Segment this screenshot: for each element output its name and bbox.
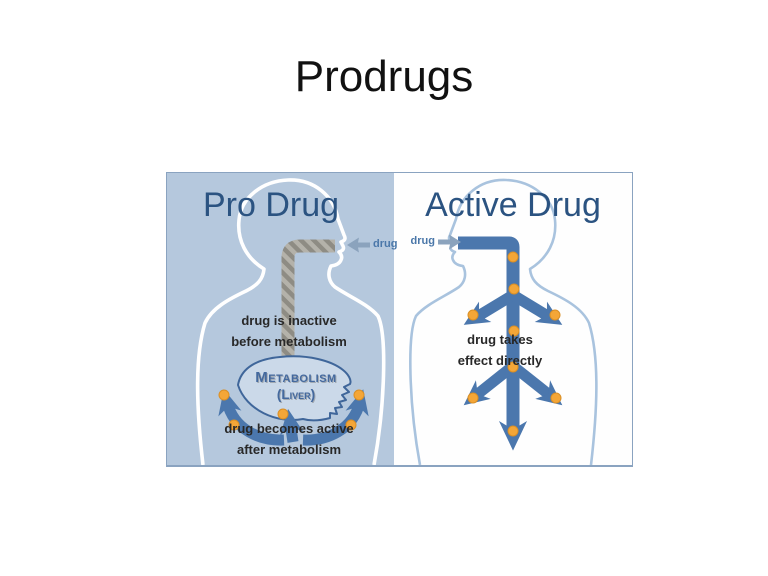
page-title: Prodrugs (294, 52, 474, 101)
caption-line: effect directly (457, 353, 543, 368)
caption-line: after metabolism (236, 442, 342, 457)
drug-label-right: drug (410, 235, 435, 247)
drug-particles-left (218, 389, 365, 431)
pro-drug-heading: Pro Drug (202, 186, 340, 224)
drug-label-left: drug (373, 238, 398, 250)
pro-drug-caption-bottom: drug becomes active after metabolism (189, 418, 389, 460)
pro-drug-caption-top: drug is inactive before metabolism (189, 310, 389, 352)
caption-line: before metabolism (231, 334, 347, 349)
organ-label-line: (Liver) (276, 387, 316, 402)
active-drug-caption: drug takes effect directly (400, 329, 600, 371)
drug-entry-arrow-right-icon (438, 234, 461, 250)
distribution-arrows (458, 236, 563, 451)
drug-particles-right (467, 251, 562, 437)
drug-entry-arrow-left-icon (347, 237, 370, 253)
caption-line: drug becomes active (224, 421, 354, 436)
organ-label-line: Metabolism (255, 369, 337, 386)
figure-illustration (195, 178, 598, 465)
prodrug-comparison-figure: Pro Drug Active Drug drug drug drug is i… (166, 172, 633, 467)
active-drug-heading: Active Drug (425, 186, 601, 224)
esophagus-tube (281, 239, 335, 366)
metabolism-liver-label: Metabolism (Liver) (196, 369, 396, 403)
caption-line: drug takes (467, 332, 533, 347)
caption-line: drug is inactive (241, 313, 337, 328)
metabolism-arrows (218, 389, 369, 446)
